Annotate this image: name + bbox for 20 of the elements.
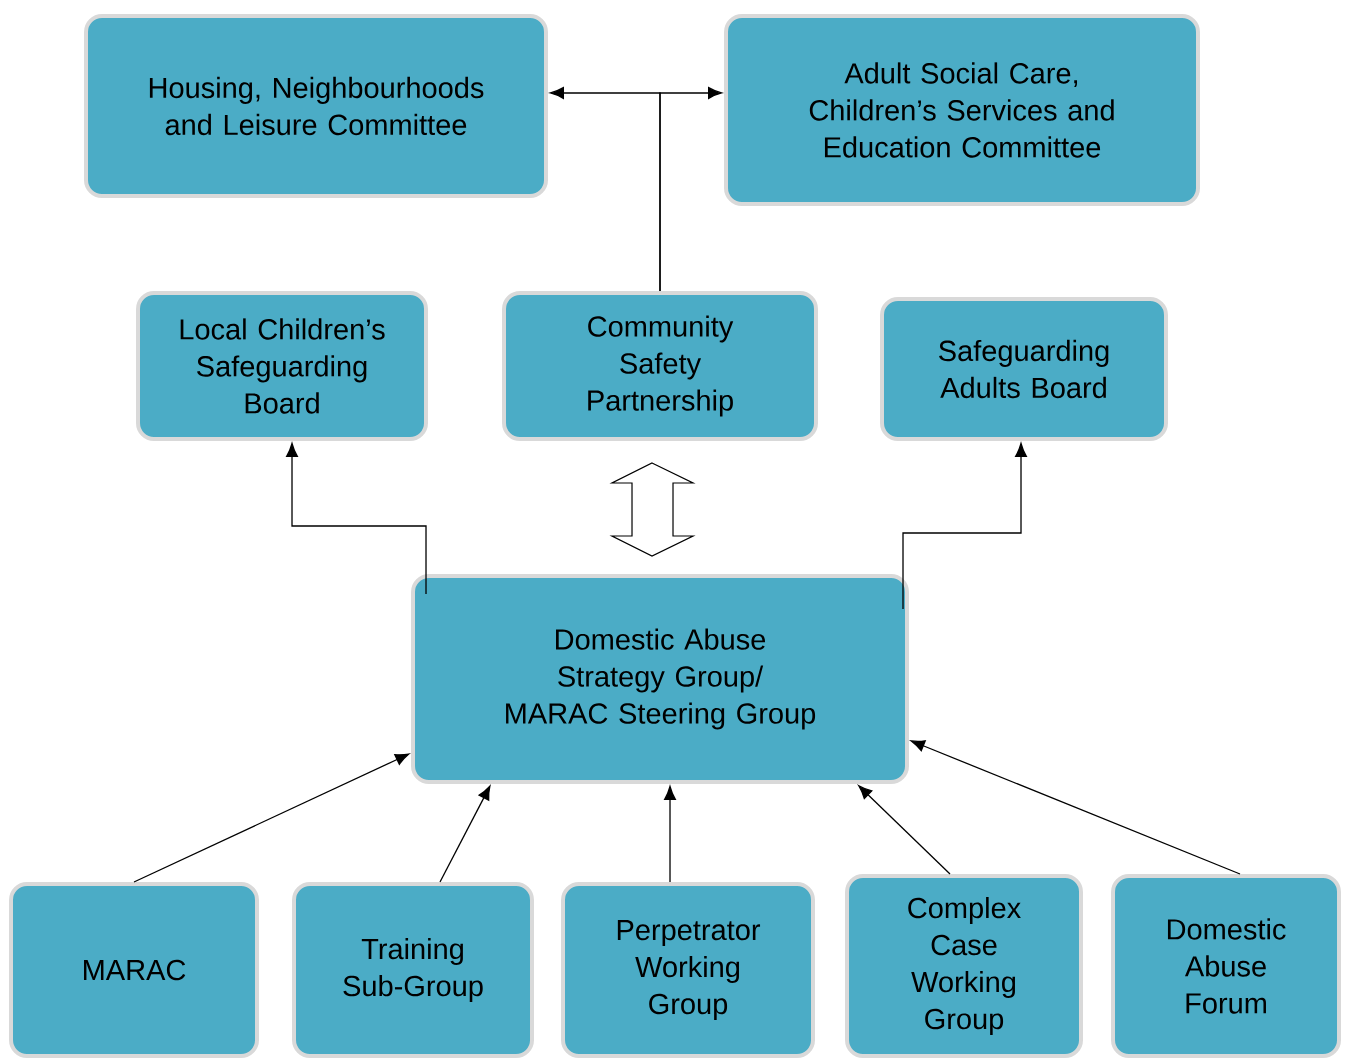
process-box: Domestic Abuse Forum xyxy=(1111,874,1341,1058)
process-box: Perpetrator Working Group xyxy=(561,882,815,1058)
process-box: Adult Social Care, Children’s Services and Education Committee xyxy=(724,14,1200,206)
process-box: Community Safety Partnership xyxy=(502,291,818,441)
arrow xyxy=(659,87,723,292)
arrow xyxy=(910,740,1241,875)
process-box: Complex Case Working Group xyxy=(845,874,1083,1058)
process-box: Domestic Abuse Strategy Group/ MARAC Steering Group xyxy=(411,574,909,784)
arrow xyxy=(858,785,951,875)
process-box: Housing, Neighbourhoods and Leisure Committee xyxy=(84,14,548,198)
process-box: Training Sub-Group xyxy=(292,882,534,1058)
arrow xyxy=(286,442,427,595)
arrow xyxy=(439,785,491,883)
arrow xyxy=(902,442,1027,610)
double-arrow xyxy=(609,462,696,557)
process-box: MARAC xyxy=(9,882,259,1058)
arrow xyxy=(133,753,410,883)
process-box: Local Children’s Safeguarding Board xyxy=(136,291,428,441)
arrow xyxy=(664,785,676,883)
process-box: Safeguarding Adults Board xyxy=(880,297,1168,441)
